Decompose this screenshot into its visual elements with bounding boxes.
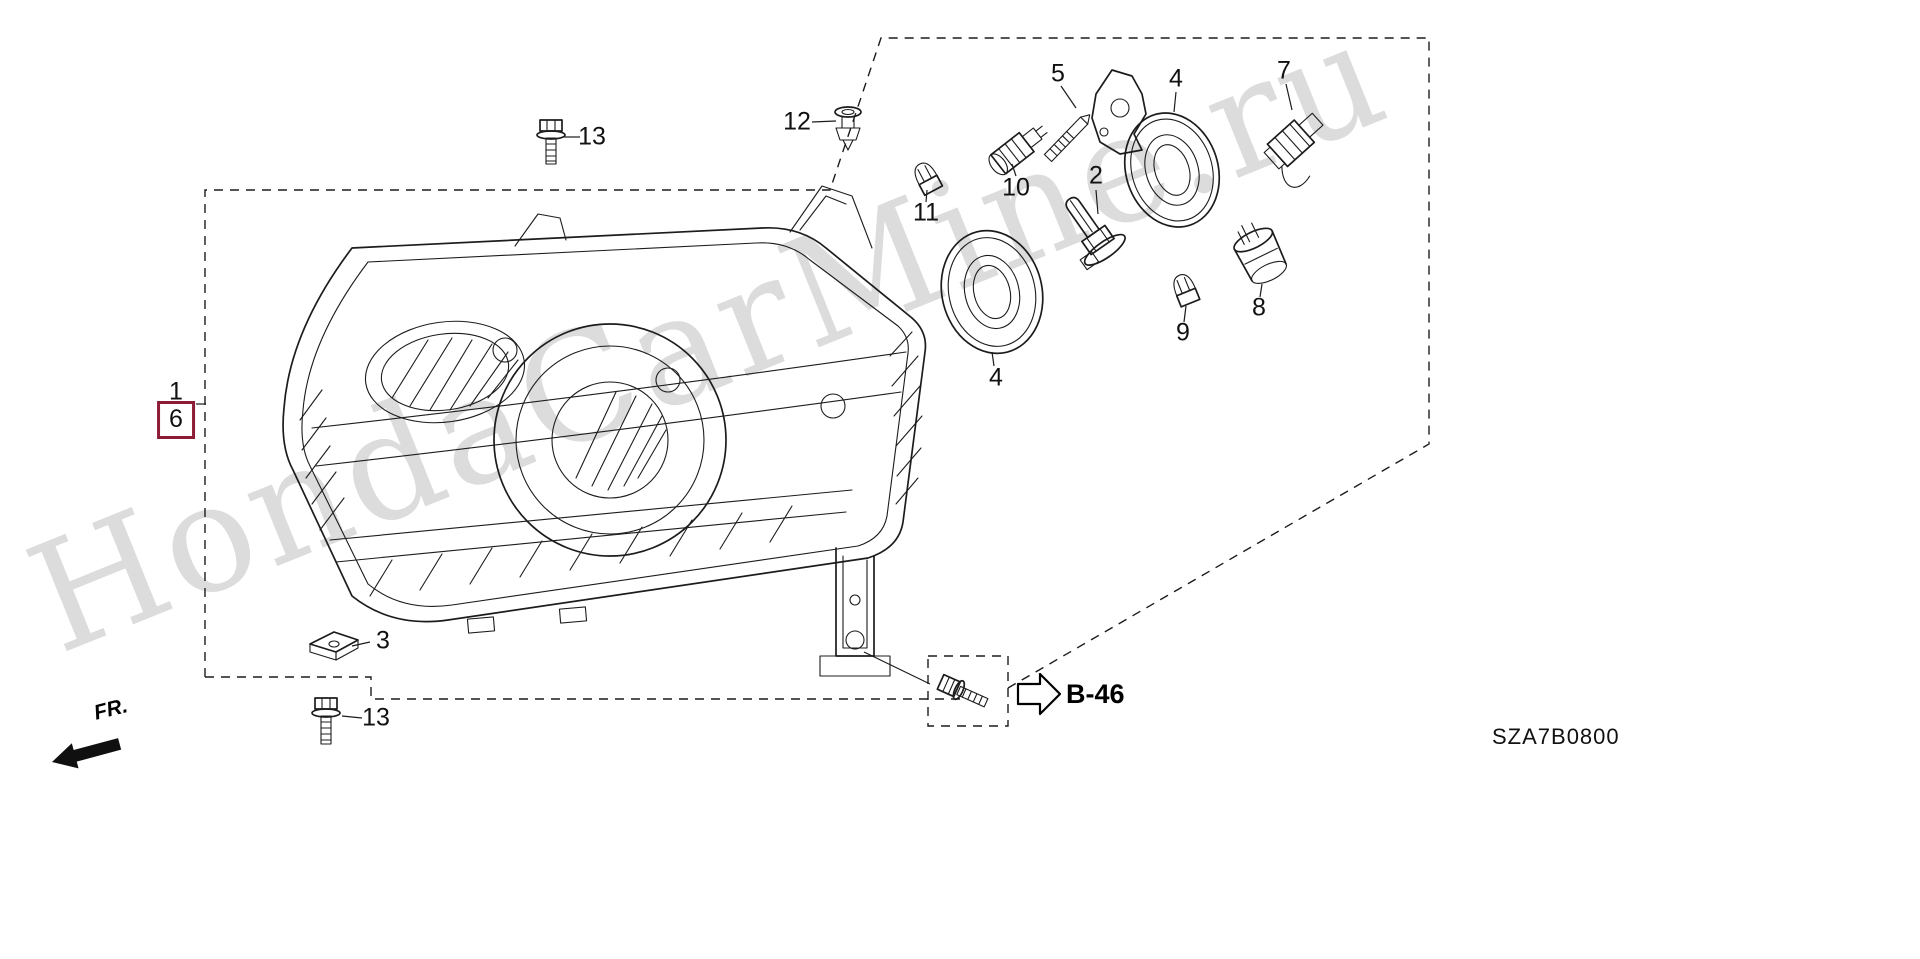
- part-callout-13-upper[interactable]: 13: [578, 122, 606, 151]
- part-callout-9[interactable]: 9: [1176, 318, 1190, 347]
- adjuster-screw-drawing: [1043, 69, 1147, 163]
- part-callout-7[interactable]: 7: [1277, 56, 1291, 85]
- wedge-bulb-9-drawing: [1173, 274, 1201, 308]
- hatching-right-rim: [889, 331, 923, 505]
- hatching-lower-band: [369, 505, 793, 597]
- hatching-projector: [575, 391, 667, 491]
- part-callout-12[interactable]: 12: [783, 107, 811, 136]
- socket-10-drawing: [988, 125, 1048, 176]
- part-callout-13-lower[interactable]: 13: [362, 703, 390, 732]
- fr-arrow-icon: [52, 738, 122, 769]
- part-callout-11[interactable]: 11: [913, 198, 939, 227]
- hatching-left-rim: [299, 389, 345, 531]
- part-callout-1[interactable]: 1: [169, 377, 183, 406]
- part-callout-10[interactable]: 10: [1002, 173, 1030, 202]
- diagram-code: SZA7B0800: [1492, 724, 1620, 749]
- b46-arrow-icon: [1016, 672, 1062, 716]
- seal-ring-upper-drawing: [1123, 112, 1221, 228]
- wedge-bulb-11-drawing: [914, 162, 944, 197]
- leader-lines: [196, 83, 1293, 719]
- clip-nut-3-drawing: [309, 631, 359, 661]
- part-callout-4-upper[interactable]: 4: [1169, 64, 1183, 93]
- part-callout-6-highlighted[interactable]: 6: [157, 401, 195, 439]
- bolt-13-lower-drawing: [311, 697, 341, 745]
- part-callout-5[interactable]: 5: [1051, 59, 1065, 88]
- hatching-upper-reflector: [391, 337, 519, 411]
- part-callout-3[interactable]: 3: [376, 626, 390, 655]
- trim-clip-12-drawing: [834, 106, 862, 151]
- seal-ring-lower-drawing: [940, 229, 1044, 355]
- socket-8-drawing: [1233, 222, 1287, 284]
- part-callout-2[interactable]: 2: [1089, 161, 1103, 190]
- part-callout-4-lower[interactable]: 4: [989, 363, 1003, 392]
- bolt-13-upper-drawing: [536, 119, 566, 165]
- part-callout-8[interactable]: 8: [1252, 293, 1266, 322]
- bulb-socket-7-drawing: [1263, 112, 1324, 188]
- ref-b46-label[interactable]: B-46: [1066, 679, 1125, 709]
- mount-bolt-b46-drawing: [936, 673, 989, 708]
- diagram-boundary: [204, 37, 1430, 727]
- headlight-assembly-drawing: [282, 185, 927, 677]
- halogen-bulb-2-drawing: [1065, 196, 1126, 271]
